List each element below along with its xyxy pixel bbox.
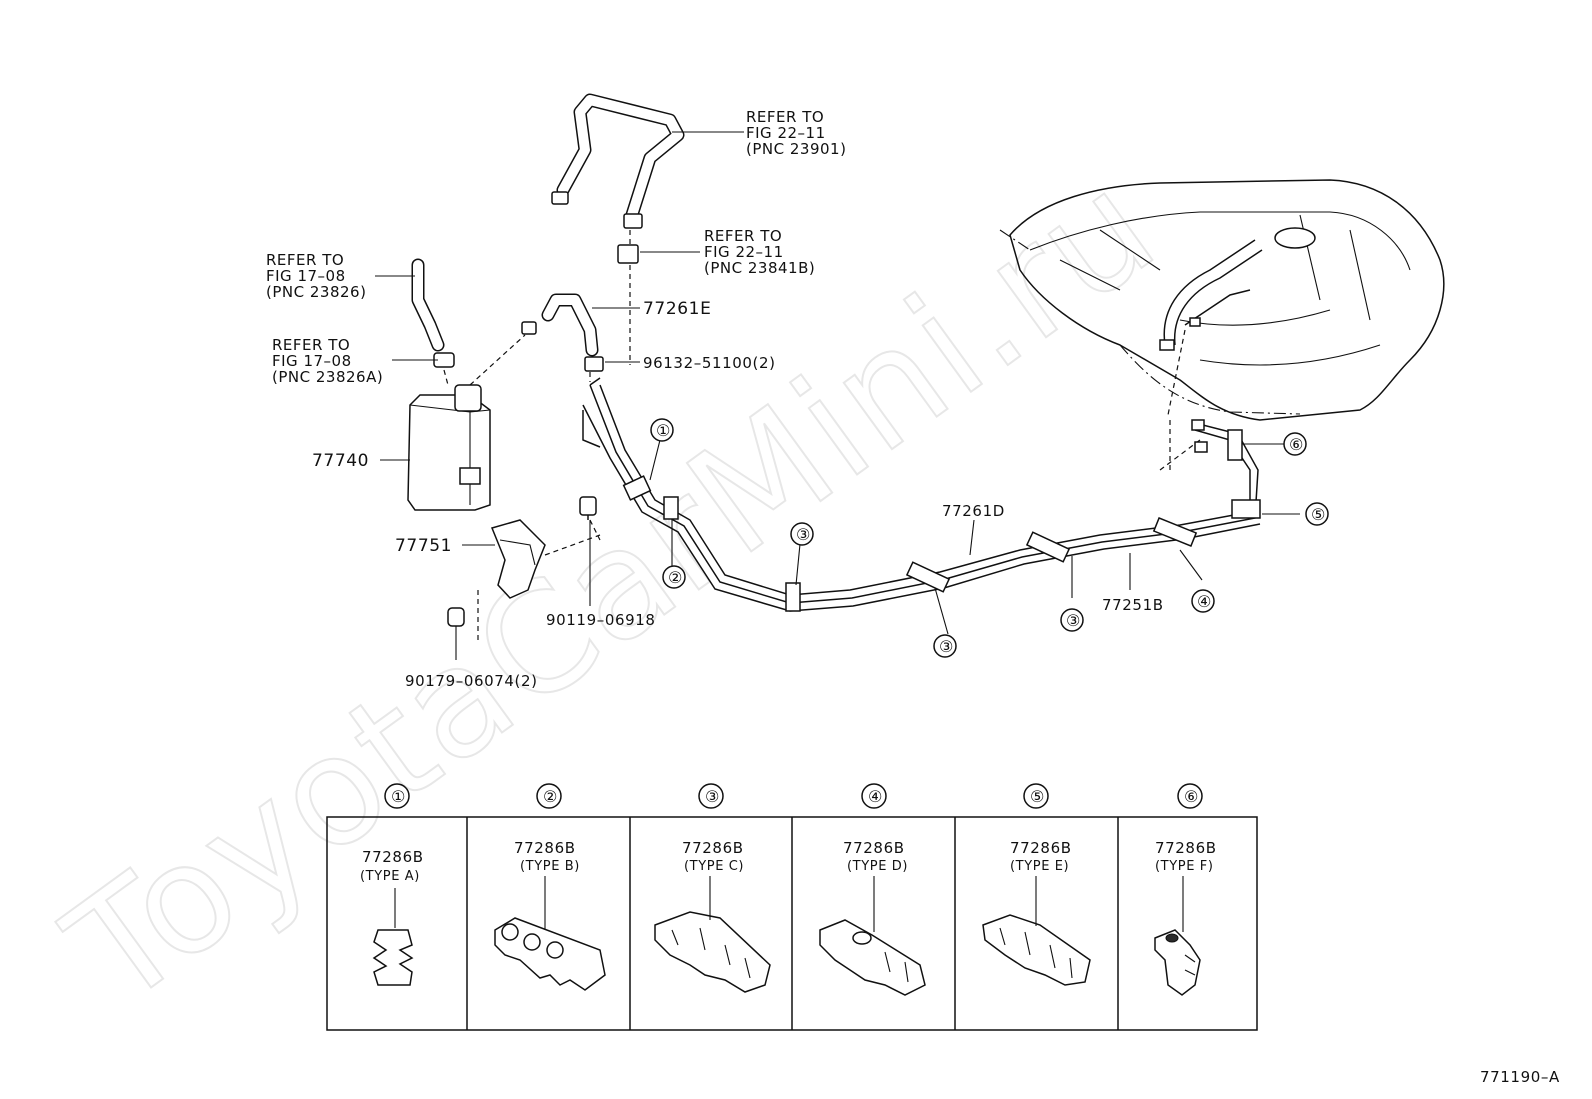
clamp-part-number: 77286B [514,839,576,857]
watermark-text: ToyotaCarMini.ru [38,139,1186,1040]
svg-text:③: ③ [796,525,810,544]
refer-line1: REFER TO [704,227,782,245]
clamp-tag-1: ① [384,783,410,809]
refer-line3: (PNC 23901) [746,140,846,158]
svg-text:③: ③ [705,787,719,806]
clamp-type: (TYPE F) [1155,859,1214,874]
refer-line2: FIG 22–11 [704,243,784,261]
svg-text:④: ④ [868,787,882,806]
hose-77261e [521,293,604,382]
clamp-tag-6: ⑥ [1177,783,1203,809]
clamp-table: ① ② ③ ④ ⑤ ⑥ 77286B (TYPE A) 77286B (TYPE… [326,783,1258,1031]
clamp-part-number: 77286B [362,848,424,866]
refer-line1: REFER TO [272,336,350,354]
svg-text:②: ② [668,568,682,587]
callout-2: ② [662,565,686,589]
clamp-cell-type-a: 77286B (TYPE A) [360,848,424,986]
svg-text:⑥: ⑥ [1289,435,1303,454]
refer-line3: (PNC 23826) [266,283,366,301]
svg-text:⑤: ⑤ [1030,787,1044,806]
svg-text:②: ② [543,787,557,806]
upper-hose-23901 [551,93,685,365]
hose-23826 [411,258,455,386]
label-96132: 96132–51100(2) [643,354,776,372]
refer-note-23901: REFER TO FIG 22–11 (PNC 23901) [746,108,846,158]
svg-text:④: ④ [1197,592,1211,611]
clamp-cell-type-d: 77286B (TYPE D) [819,839,926,996]
label-77261d: 77261D [942,502,1005,520]
label-77751: 77751 [395,536,452,556]
callout-6: ⑥ [1283,432,1307,456]
clamp-part-number: 77286B [682,839,744,857]
svg-text:⑤: ⑤ [1311,505,1325,524]
callout-markers: ① ② ③ ③ ③ ④ ⑤ ⑥ [650,418,1329,658]
label-90179: 90179–06074(2) [405,672,538,690]
clamp-type: (TYPE D) [847,859,908,874]
callout-3a: ③ [790,522,814,546]
refer-note-23841b: REFER TO FIG 22–11 (PNC 23841B) [704,227,815,277]
refer-note-23826a: REFER TO FIG 17–08 (PNC 23826A) [272,336,383,386]
callout-5: ⑤ [1305,502,1329,526]
label-77740: 77740 [312,451,369,471]
label-90119: 90119–06918 [546,611,656,629]
svg-text:①: ① [656,421,670,440]
clamp-cell-type-b: 77286B (TYPE B) [494,839,606,991]
clamp-part-number: 77286B [843,839,905,857]
clamp-type: (TYPE A) [360,869,420,884]
label-77261e: 77261E [643,299,711,319]
clamp-type: (TYPE E) [1010,859,1069,874]
bolt-90119 [579,496,601,541]
clamp-cell-type-c: 77286B (TYPE C) [654,839,771,993]
clamp-tag-4: ④ [861,783,887,809]
refer-line1: REFER TO [746,108,824,126]
figure-code: 771190–A [1480,1068,1560,1086]
refer-line3: (PNC 23826A) [272,368,383,386]
callout-4: ④ [1191,589,1215,613]
refer-line2: FIG 22–11 [746,124,826,142]
callout-3b: ③ [933,634,957,658]
refer-line1: REFER TO [266,251,344,269]
svg-text:③: ③ [1066,611,1080,630]
charcoal-canister [407,334,526,511]
clamp-type: (TYPE C) [684,859,744,874]
clamp-part-number: 77286B [1155,839,1217,857]
label-77251b: 77251B [1102,596,1164,614]
clamp-cell-type-f: 77286B (TYPE F) [1154,839,1217,996]
leader-lines [375,131,1300,660]
nut-90179 [447,607,465,627]
clamp-cell-type-e: 77286B (TYPE E) [982,839,1091,986]
svg-text:⑥: ⑥ [1184,787,1198,806]
fuel-pipe-route [582,377,1261,612]
clamp-type: (TYPE B) [520,859,580,874]
svg-text:①: ① [391,787,405,806]
clamp-part-number: 77286B [1010,839,1072,857]
clamp-tag-2: ② [536,783,562,809]
callout-3c: ③ [1060,608,1084,632]
svg-text:③: ③ [939,637,953,656]
canister-bracket [477,519,601,640]
refer-line2: FIG 17–08 [272,352,352,370]
clamp-tag-3: ③ [698,783,724,809]
callout-1: ① [650,418,674,442]
refer-line3: (PNC 23841B) [704,259,815,277]
refer-note-23826: REFER TO FIG 17–08 (PNC 23826) [266,251,366,301]
fuel-tank [999,179,1445,471]
clamp-tag-5: ⑤ [1023,783,1049,809]
refer-line2: FIG 17–08 [266,267,346,285]
